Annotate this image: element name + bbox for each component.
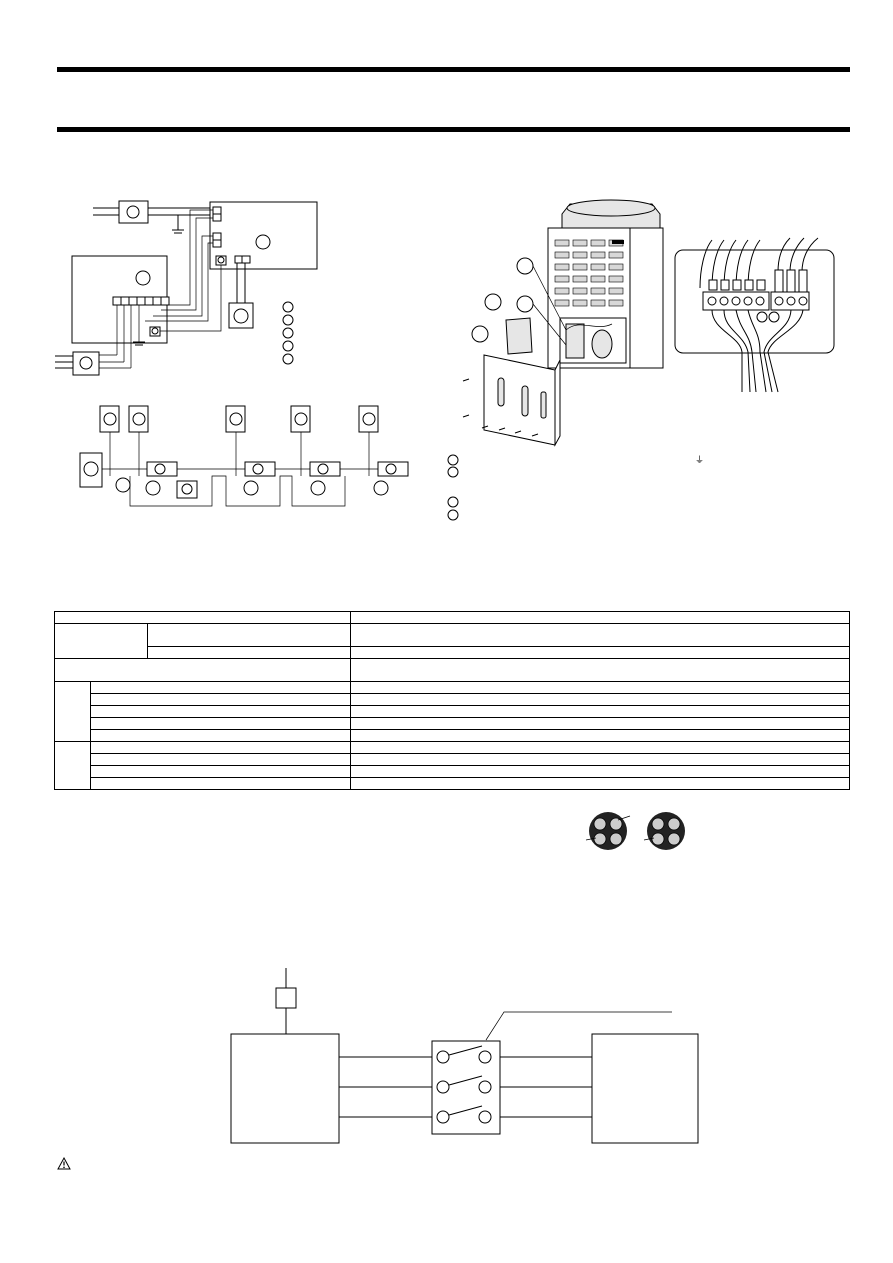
header-rule-top xyxy=(57,67,850,72)
ground-symbol: ⏚ xyxy=(695,456,705,466)
header-rule-bottom xyxy=(57,127,850,132)
table-cell xyxy=(89,777,352,790)
table-cell xyxy=(350,777,851,790)
warning-triangle-icon xyxy=(57,1156,71,1170)
table-cell xyxy=(53,658,352,682)
table-cell xyxy=(350,658,851,682)
table-group-cell xyxy=(54,741,91,790)
table-cell xyxy=(350,623,851,647)
spec-table xyxy=(53,611,851,790)
table-cell xyxy=(146,623,352,647)
